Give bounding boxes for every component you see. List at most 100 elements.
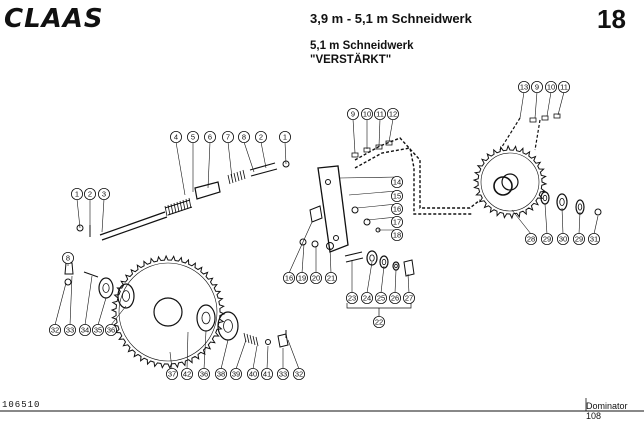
callout-bubble: 38: [214, 367, 227, 380]
callout-bubble: 27: [402, 291, 415, 304]
chain-link-part: [529, 117, 537, 123]
nut-1: [282, 160, 290, 168]
callout-label: 14: [393, 178, 401, 187]
callout-label: 42: [183, 370, 191, 379]
callout-label: 2: [88, 190, 92, 199]
washer-16: [351, 206, 359, 214]
sprocket-ring-29: [575, 199, 585, 215]
callout-bubble: 34: [79, 323, 92, 336]
leader-line: [227, 141, 233, 179]
callout-label: 33: [66, 326, 74, 335]
callout-label: 29: [575, 235, 583, 244]
callout-bubble: 19: [295, 271, 308, 284]
leader-line: [260, 141, 267, 169]
bearing-30: [556, 193, 568, 211]
callout-bubble: 10: [360, 108, 373, 121]
chain-link-part: [385, 140, 393, 146]
callout-bubble: 5: [186, 130, 199, 143]
leader-line: [243, 141, 255, 173]
right-sprocket-28: [472, 144, 548, 220]
washer-20: [311, 240, 319, 248]
cap-27: [403, 259, 415, 277]
bearing-36: [117, 283, 135, 309]
callout-label: 16: [393, 205, 401, 214]
nut-33: [64, 278, 72, 286]
leader-line: [366, 261, 373, 294]
callout-label: 37: [168, 370, 176, 379]
leader-line: [266, 345, 269, 370]
leader-line: [69, 275, 73, 326]
leader-line: [220, 339, 229, 370]
callout-label: 11: [560, 83, 568, 92]
callout-label: 9: [351, 110, 355, 119]
washer-29: [540, 191, 550, 205]
callout-bubble: 11: [558, 81, 571, 94]
callout-bubble: 9: [531, 81, 544, 94]
callout-label: 8: [242, 133, 246, 142]
washer-21: [326, 242, 334, 250]
callout-label: 41: [263, 370, 271, 379]
leader-line: [288, 221, 313, 274]
chain-link-part: [553, 113, 561, 119]
callout-bubble: 17: [390, 215, 403, 228]
leader-line: [394, 269, 397, 294]
callout-label: 10: [547, 83, 555, 92]
callout-bubble: 35: [92, 323, 105, 336]
callout-label: 10: [363, 110, 371, 119]
callout-bubble: 15: [390, 189, 403, 202]
callout-label: 33: [279, 370, 287, 379]
callout-label: 13: [520, 83, 528, 92]
leader-line: [561, 207, 564, 235]
bearing-36b: [196, 304, 216, 332]
leader-line: [366, 216, 398, 221]
leader-line: [76, 198, 81, 229]
group-22-bracket: [346, 303, 412, 316]
callout-bubble: 29: [573, 232, 586, 245]
hub-38: [217, 311, 239, 341]
callout-label: 31: [590, 235, 598, 244]
callout-bubble: 7: [221, 130, 234, 143]
leader-line: [203, 330, 207, 370]
leader-line: [186, 331, 189, 370]
chain-link-part: [375, 144, 383, 150]
callout-label: 4: [174, 133, 178, 142]
leader-line: [169, 351, 173, 370]
brand-logo: CLAAS: [4, 4, 104, 34]
subtitle-line-2: "VERSTÄRKT": [310, 54, 392, 66]
callout-bubble: 33: [64, 323, 77, 336]
callout-bubble: 39: [229, 367, 242, 380]
callout-label: 36: [107, 326, 115, 335]
bracket-plate-14: [317, 165, 349, 253]
callout-label: 25: [377, 294, 385, 303]
nut-17: [363, 218, 371, 226]
leader-line: [534, 91, 538, 119]
leader-line: [97, 297, 107, 326]
callout-label: 1: [75, 190, 79, 199]
chain-link-part: [351, 152, 359, 158]
callout-label: 3: [102, 190, 106, 199]
callout-bubble: 26: [388, 291, 401, 304]
leader-line: [557, 91, 565, 116]
large-sprocket-37: [110, 254, 226, 370]
leader-line: [593, 215, 599, 235]
leader-line: [388, 118, 394, 143]
callout-bubble: 18: [390, 228, 403, 241]
leader-line: [54, 282, 67, 326]
callout-bubble: 20: [309, 271, 322, 284]
leader-line: [378, 118, 381, 147]
leader-line: [284, 141, 287, 165]
callout-label: 2: [259, 133, 263, 142]
callout-label: 24: [363, 294, 371, 303]
callout-label: 15: [393, 192, 401, 201]
sleeve-6: [194, 181, 221, 200]
callout-bubble: 33: [276, 367, 289, 380]
callout-bubble: 6: [203, 130, 216, 143]
callout-label: 30: [559, 235, 567, 244]
callout-bubble: 8: [237, 130, 250, 143]
callout-label: 20: [312, 274, 320, 283]
chain-link-part: [363, 147, 371, 153]
callout-bubble: 22: [372, 315, 385, 328]
callout-bubble: 9: [346, 108, 359, 121]
callout-label: 40: [249, 370, 257, 379]
